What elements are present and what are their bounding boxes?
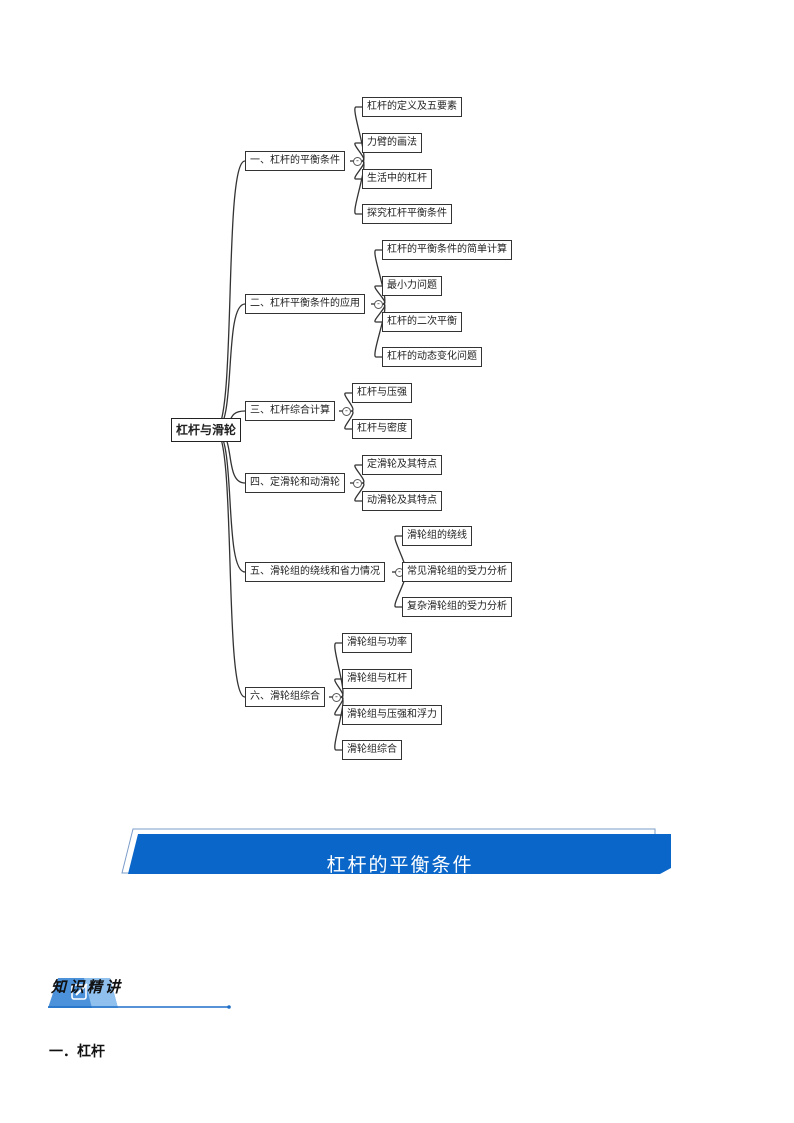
leaf-node[interactable]: 复杂滑轮组的受力分析 [402,597,512,617]
leaf-node[interactable]: 杠杆的二次平衡 [382,312,462,332]
edit-icon [71,983,88,1000]
collapse-toggle-icon[interactable]: - [342,407,351,416]
mindmap-root[interactable]: 杠杆与滑轮 [171,418,242,442]
branch-node-1[interactable]: 一、杠杆的平衡条件 [245,151,345,171]
leaf-node[interactable]: 常见滑轮组的受力分析 [402,562,512,582]
leaf-node[interactable]: 杠杆与密度 [352,419,412,439]
branch-node-4[interactable]: 四、定滑轮和动滑轮 [245,473,345,493]
banner-fill [128,834,671,874]
leaf-node[interactable]: 杠杆与压强 [352,383,412,403]
leaf-node[interactable]: 杠杆的定义及五要素 [362,97,462,117]
knowledge-point-title: 知识精讲 [51,978,124,996]
collapse-toggle-icon[interactable]: - [332,693,341,702]
branch-node-5[interactable]: 五、滑轮组的绕线和省力情况 [245,562,385,582]
leaf-node[interactable]: 滑轮组综合 [342,740,402,760]
branch-node-6[interactable]: 六、滑轮组综合 [245,687,325,707]
leaf-node[interactable]: 滑轮组与压强和浮力 [342,705,442,725]
collapse-toggle-icon[interactable]: - [353,157,362,166]
collapse-toggle-icon[interactable]: - [374,300,383,309]
banner-title: 杠杆的平衡条件 [326,854,474,876]
collapse-toggle-icon[interactable]: - [353,479,362,488]
leaf-node[interactable]: 探究杠杆平衡条件 [362,204,452,224]
leaf-node[interactable]: 杠杆的平衡条件的简单计算 [382,240,512,260]
branch-node-2[interactable]: 二、杠杆平衡条件的应用 [245,294,365,314]
leaf-node[interactable]: 滑轮组与功率 [342,633,412,653]
leaf-node[interactable]: 滑轮组与杠杆 [342,669,412,689]
leaf-node[interactable]: 生活中的杠杆 [362,169,432,189]
branch-node-3[interactable]: 三、杠杆综合计算 [245,401,335,421]
leaf-node[interactable]: 力臂的画法 [362,133,422,153]
leaf-node[interactable]: 杠杆的动态变化问题 [382,347,482,367]
leaf-node[interactable]: 滑轮组的绕线 [402,526,472,546]
banner-accent-light [84,978,118,1008]
section-heading: 一．杠杆 [49,1044,105,1060]
leaf-node[interactable]: 最小力问题 [382,276,442,296]
leaf-node[interactable]: 动滑轮及其特点 [362,491,442,511]
leaf-node[interactable]: 定滑轮及其特点 [362,455,442,475]
